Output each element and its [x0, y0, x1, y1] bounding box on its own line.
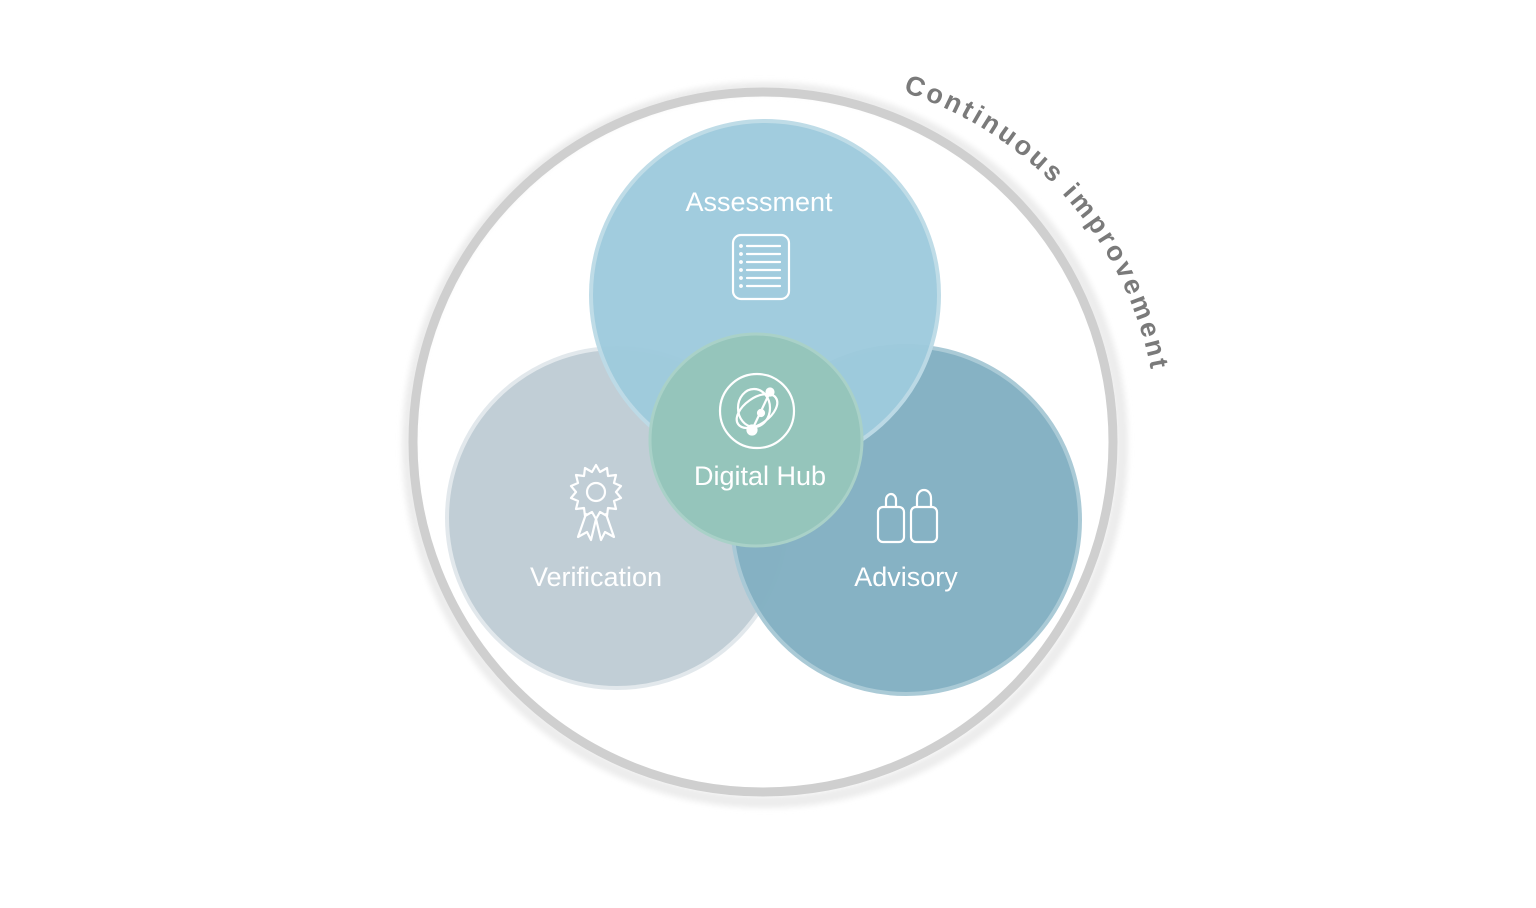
- award-ribbon-icon: [569, 463, 623, 542]
- checklist-document-icon: [731, 233, 791, 301]
- digital-hub-node: [648, 332, 864, 548]
- assessment-label: Assessment: [685, 187, 833, 217]
- digital-hub-circle: [648, 332, 864, 548]
- outer-ring: [402, 82, 1128, 808]
- two-people-icon: [876, 488, 939, 544]
- digital-hub-label: Digital Hub: [694, 461, 826, 491]
- verification-label: Verification: [530, 562, 662, 592]
- outer-ring-circle: [408, 87, 1118, 797]
- orbit-network-icon: [718, 372, 796, 450]
- advisory-label: Advisory: [854, 562, 958, 592]
